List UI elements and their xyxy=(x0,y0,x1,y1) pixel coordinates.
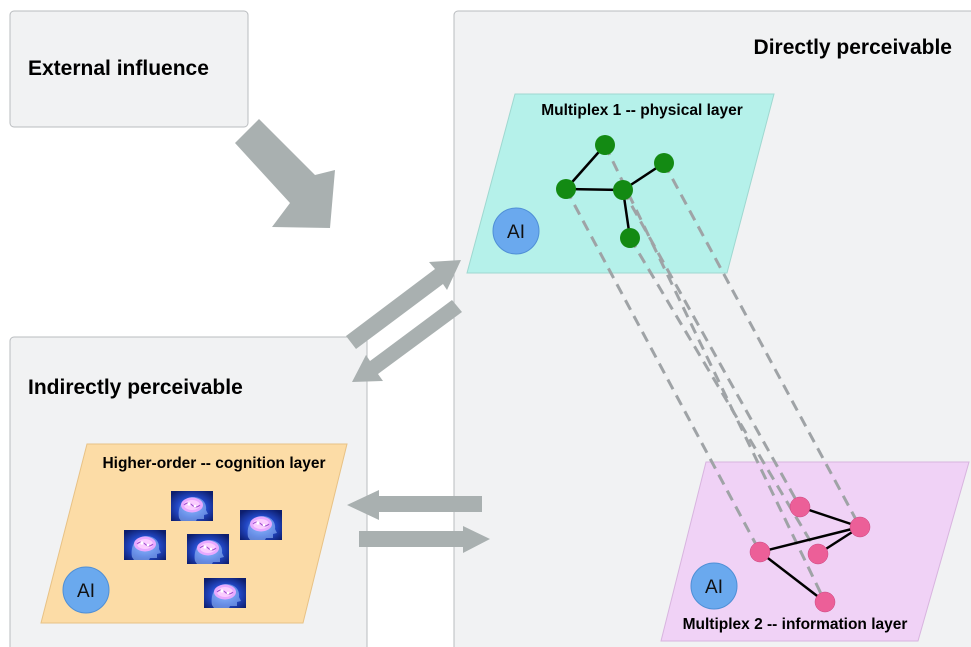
physical-network-nodes xyxy=(556,135,674,248)
brain-icon xyxy=(123,529,167,561)
network-node xyxy=(620,228,640,248)
ai-badge-information: AI xyxy=(690,562,738,610)
network-node xyxy=(814,591,836,613)
arrow-physical-to-indirect xyxy=(352,300,462,382)
physical-layer-title: Multiplex 1 -- physical layer xyxy=(541,102,743,119)
network-node xyxy=(654,153,674,173)
network-node xyxy=(613,180,633,200)
ai-label: AI xyxy=(507,222,525,243)
arrow-cognition-to-information xyxy=(359,526,490,553)
network-node xyxy=(556,179,576,199)
network-node xyxy=(749,541,771,563)
ai-label: AI xyxy=(705,577,723,598)
indirectly-perceivable-label: Indirectly perceivable xyxy=(28,376,243,399)
interlayer-links xyxy=(564,144,862,603)
network-node xyxy=(849,516,871,538)
brain-icon xyxy=(170,490,214,522)
cognition-layer: Higher-order -- cognition layer xyxy=(40,443,348,624)
network-edge xyxy=(759,551,826,603)
network-edge xyxy=(759,525,861,554)
interlayer-link xyxy=(662,162,862,528)
arrow-indirect-to-physical xyxy=(346,260,461,349)
brain-icon xyxy=(186,533,230,565)
ai-badge-cognition: AI xyxy=(62,566,110,614)
interlayer-link xyxy=(603,144,827,603)
arrow-information-to-cognition xyxy=(347,490,482,520)
cognition-layer-title: Higher-order -- cognition layer xyxy=(102,455,325,472)
brain-icon xyxy=(239,509,283,541)
network-node xyxy=(807,543,829,565)
network-node xyxy=(789,496,811,518)
box-external-influence: External influence xyxy=(9,10,249,128)
network-edge xyxy=(799,505,861,529)
interlayer-link xyxy=(621,189,802,508)
directly-perceivable-label: Directly perceivable xyxy=(754,36,952,59)
information-network-nodes xyxy=(749,496,871,613)
interlayer-link xyxy=(628,237,820,555)
interlayer-link xyxy=(564,188,762,553)
ai-badge-physical: AI xyxy=(492,207,540,255)
ai-label: AI xyxy=(77,581,95,602)
brain-icon xyxy=(203,577,247,609)
network-node xyxy=(595,135,615,155)
information-layer-title: Multiplex 2 -- information layer xyxy=(683,616,908,633)
external-influence-arrow xyxy=(235,119,335,228)
external-influence-label: External influence xyxy=(28,57,209,80)
